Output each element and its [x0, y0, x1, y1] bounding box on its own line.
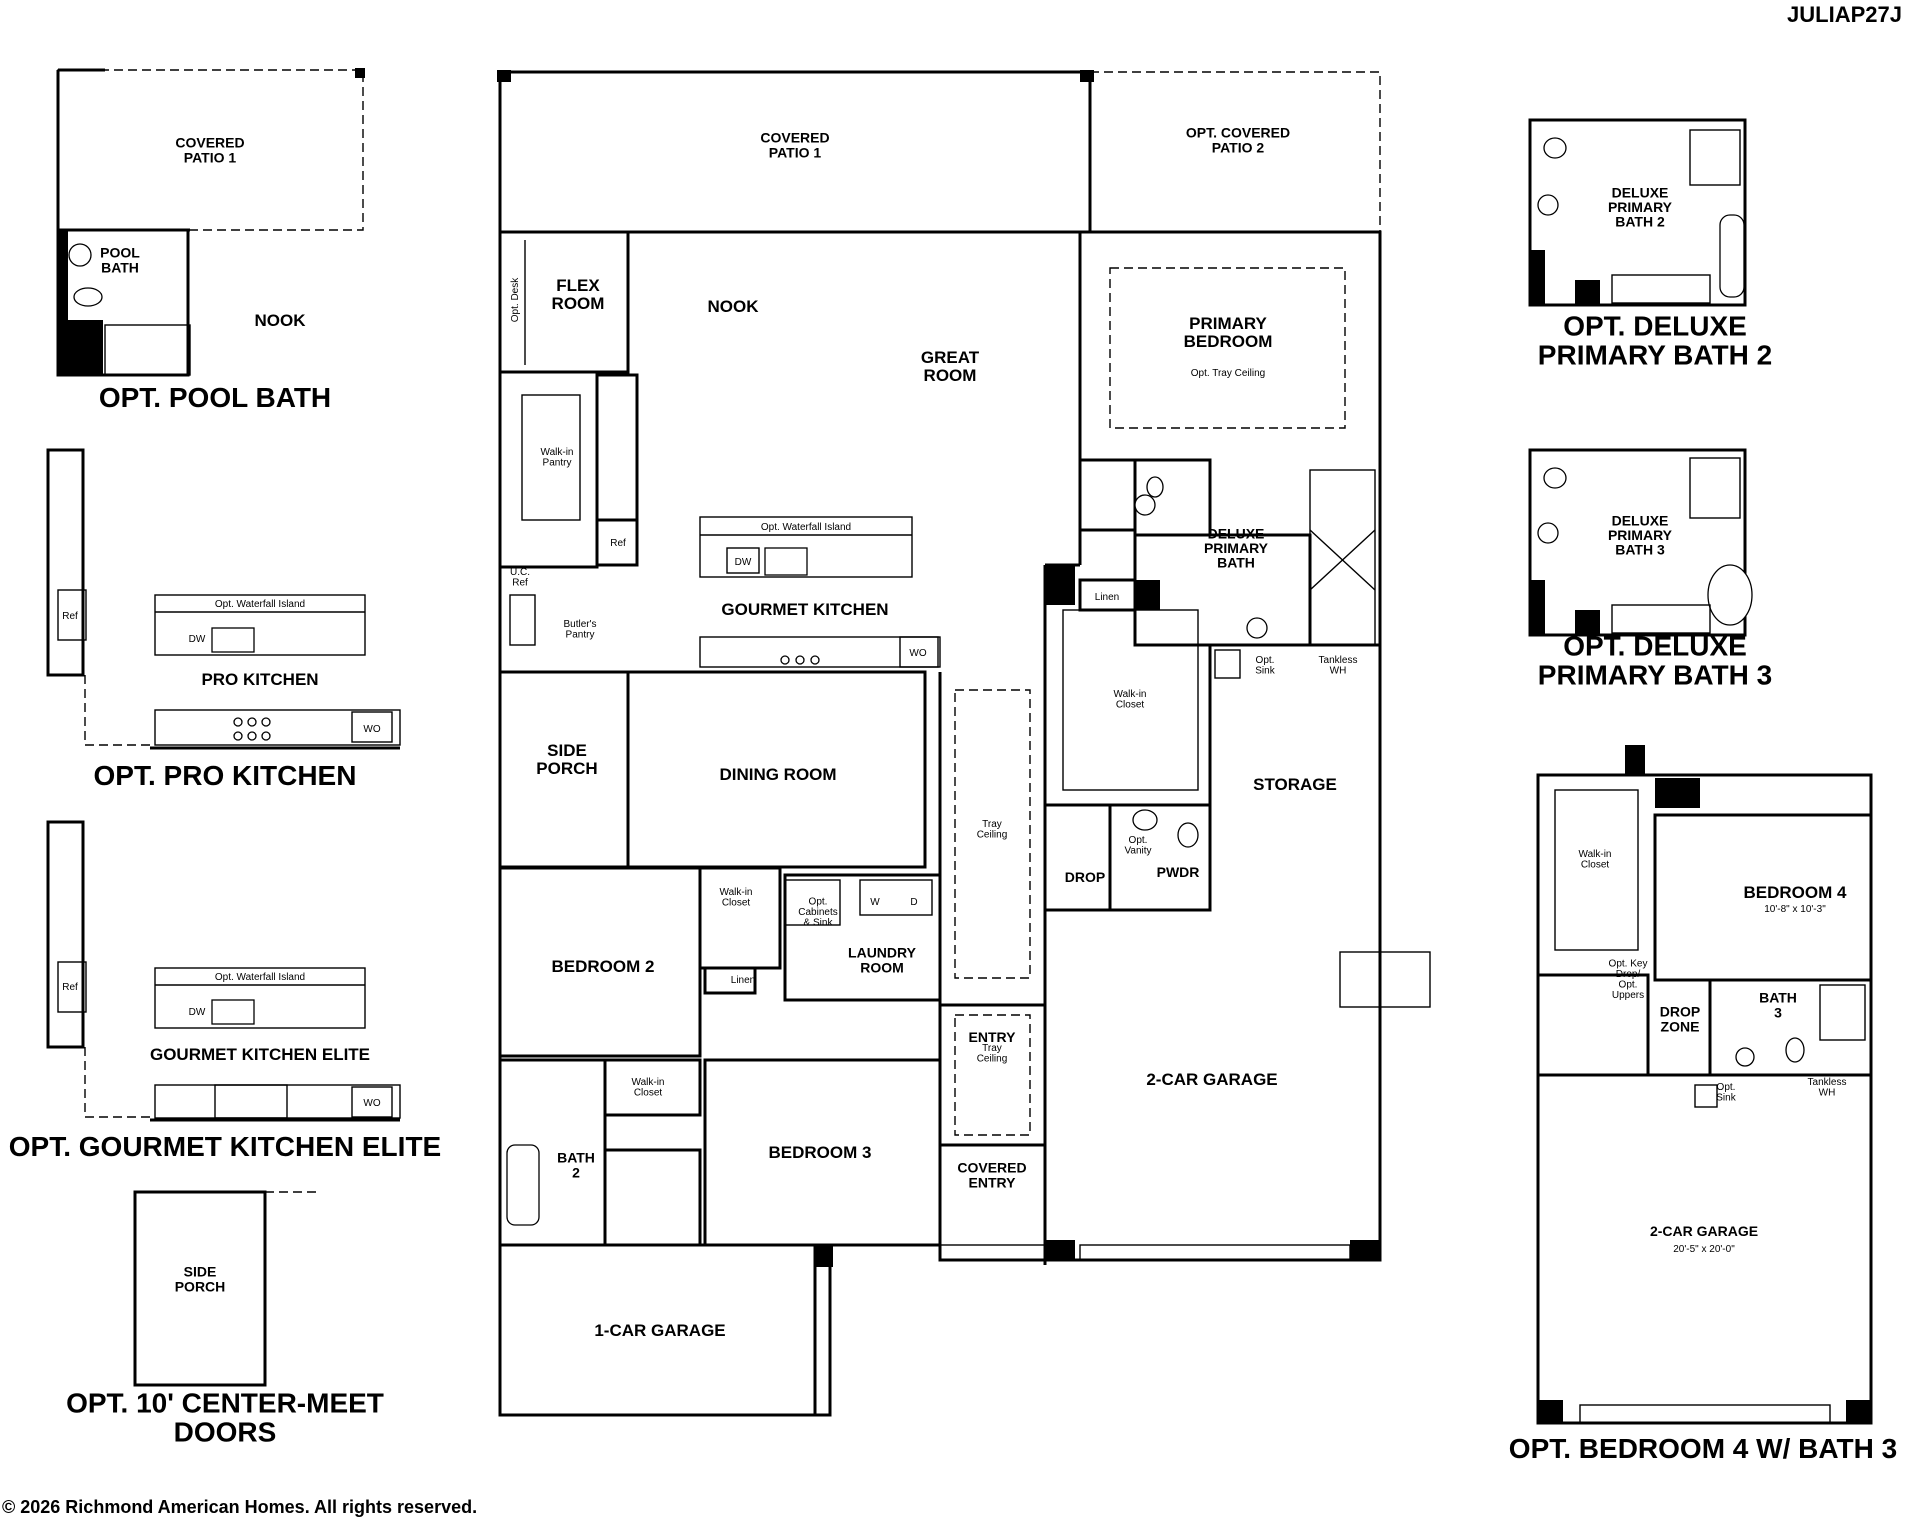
- opt-gourmet-kitchen-elite-title: OPT. GOURMET KITCHEN ELITE: [9, 1131, 441, 1162]
- plan-code: JULIAP27J: [1787, 2, 1902, 27]
- uc-ref-label: U.C.Ref: [510, 567, 530, 589]
- gke-dw-label: DW: [189, 1007, 206, 1018]
- b4-opt-sink-label: Opt.Sink: [1716, 1082, 1736, 1104]
- gke-island-label: Opt. Waterfall Island: [215, 972, 305, 983]
- bedroom-4-dims-label: 10'-8" x 10'-3": [1764, 904, 1826, 915]
- b4-garage-dims-label: 20'-5" x 20'-0": [1673, 1244, 1735, 1255]
- opt-pro-kitchen-drawing: [46, 448, 401, 750]
- opt-sink-label: Opt.Sink: [1255, 655, 1275, 677]
- opt-tray-ceiling-label: Opt. Tray Ceiling: [1191, 368, 1265, 379]
- entry-label: ENTRY: [969, 1029, 1017, 1045]
- linen-bed2-label: Linen: [731, 975, 755, 986]
- pro-kitchen-label: PRO KITCHEN: [201, 670, 318, 689]
- gke-ref-label: Ref: [62, 982, 78, 993]
- opt-pool-bath-title: OPT. POOL BATH: [99, 382, 331, 413]
- pro-kitchen-island-label: Opt. Waterfall Island: [215, 599, 305, 610]
- pool-bath-nook-label: NOOK: [255, 311, 307, 330]
- wo-label: WO: [909, 648, 926, 659]
- opt-pro-kitchen-labels: Ref Opt. Waterfall Island DW PRO KITCHEN…: [62, 599, 381, 791]
- opt-gourmet-kitchen-elite-labels: Ref Opt. Waterfall Island DW GOURMET KIT…: [9, 972, 441, 1162]
- pwdr-label: PWDR: [1157, 864, 1200, 880]
- opt-pro-kitchen-title: OPT. PRO KITCHEN: [94, 760, 357, 791]
- storage-label: STORAGE: [1253, 775, 1337, 794]
- opt-center-meet-doors-drawing: [133, 1190, 318, 1387]
- dw-label: DW: [735, 557, 752, 568]
- gourmet-kitchen-label: GOURMET KITCHEN: [721, 600, 888, 619]
- gke-kitchen-label: GOURMET KITCHEN ELITE: [150, 1045, 370, 1064]
- linen-label: Linen: [1095, 592, 1119, 603]
- opt-deluxe-primary-bath-3-drawing: [1528, 448, 1753, 637]
- pro-kitchen-wo-label: WO: [363, 724, 380, 735]
- opt-pool-bath-drawing: [56, 68, 365, 377]
- gke-wo-label: WO: [363, 1098, 380, 1109]
- pro-kitchen-dw-label: DW: [189, 634, 206, 645]
- opt-bedroom-4-bath-3-title: OPT. BEDROOM 4 W/ BATH 3: [1509, 1433, 1897, 1464]
- dining-room-label: DINING ROOM: [719, 765, 836, 784]
- opt-deluxe-primary-bath-2-drawing: [1528, 118, 1747, 307]
- one-car-garage-label: 1-CAR GARAGE: [594, 1321, 725, 1340]
- copyright-notice: © 2026 Richmond American Homes. All righ…: [2, 1497, 478, 1517]
- bedroom-2-label: BEDROOM 2: [552, 957, 655, 976]
- bedroom-3-label: BEDROOM 3: [769, 1143, 872, 1162]
- bedroom-4-label: BEDROOM 4: [1744, 883, 1848, 902]
- b4-garage-label: 2-CAR GARAGE: [1650, 1223, 1758, 1239]
- opt-cabinets-sink-label: Opt.Cabinets& Sink: [798, 897, 837, 929]
- opt-gourmet-kitchen-elite-drawing: [46, 820, 401, 1122]
- opt-desk-label: Opt. Desk: [510, 277, 521, 322]
- pro-kitchen-ref-label: Ref: [62, 611, 78, 622]
- dryer-label: D: [910, 897, 917, 908]
- opt-waterfall-island-label: Opt. Waterfall Island: [761, 522, 851, 533]
- opt-vanity-label: Opt.Vanity: [1124, 835, 1151, 857]
- two-car-garage-label: 2-CAR GARAGE: [1146, 1070, 1277, 1089]
- drop-label: DROP: [1065, 869, 1105, 885]
- opt-bedroom-4-bath-3-drawing: [1536, 745, 1873, 1425]
- main-floor-plan: [497, 70, 1431, 1417]
- ref-label: Ref: [610, 538, 626, 549]
- washer-label: W: [870, 897, 880, 908]
- nook-label: NOOK: [708, 297, 760, 316]
